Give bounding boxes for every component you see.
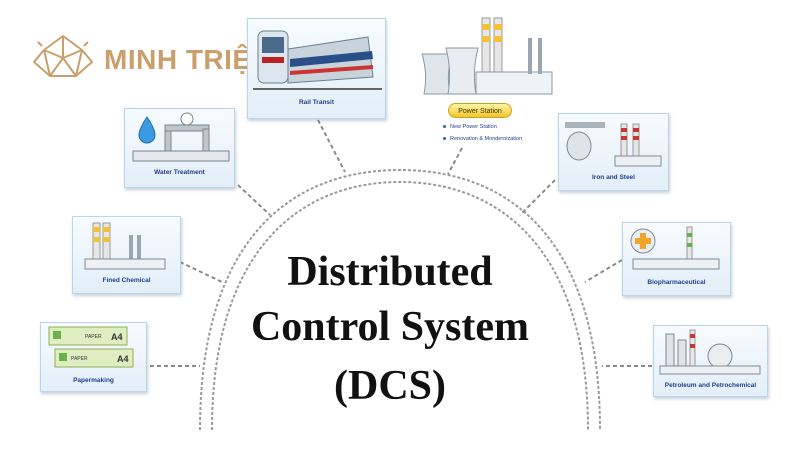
rail-transit-card[interactable]: Rail Transit [247,18,386,119]
papermaking-card[interactable]: PAPER A4 PAPER A4 Papermaking [40,322,147,392]
connector-fined [179,261,223,283]
title-line-3: (DCS) [334,363,446,409]
iron-steel-card[interactable]: Iron and Steel [558,113,669,191]
bullet-icon [443,125,446,129]
power-station-badge[interactable]: Power Station [448,103,512,118]
biopharma-label: Biopharmaceutical [647,279,706,286]
water-treatment-icon [132,112,230,162]
train-icon [253,30,382,90]
crystal-icon [33,35,93,77]
water-treatment-label: Water Treatment [154,169,205,176]
biopharma-card[interactable]: Biopharmaceutical [622,222,731,296]
biopharma-icon [630,226,720,270]
steel-plant-icon [565,122,662,167]
paper-reams-icon: PAPER A4 PAPER A4 [48,326,134,368]
power-station-item: Renovation & Mondernization [443,136,522,142]
connector-water [237,184,271,216]
title-line-2: Control System [250,304,530,350]
power-station-group[interactable] [410,14,560,149]
connector-iron [519,179,556,216]
rail-transit-label: Rail Transit [298,99,335,106]
outer-arc [199,168,601,431]
chemical-plant-icon [84,222,166,270]
paper-brand-2: PAPER [71,356,88,362]
inner-arc [211,180,589,431]
connector-rail [317,119,346,173]
brand-name: MINH TRIỆU [104,44,273,75]
papermaking-label: Papermaking [73,377,114,384]
bullet-icon [443,137,446,141]
power-plant-icon [421,17,553,95]
paper-brand-1: PAPER [85,334,102,340]
petroleum-card[interactable]: Petroleum and Petrochemical [653,325,768,397]
paper-size-1: A4 [111,332,123,342]
connector-power [447,147,463,175]
paper-size-2: A4 [117,354,129,364]
brand-logo: MINH TRIỆU [30,32,320,90]
water-treatment-card[interactable]: Water Treatment [124,108,235,188]
title-line-1: Distributed [287,249,493,295]
connector-bio [584,259,623,283]
petroleum-label: Petroleum and Petrochemical [664,382,757,389]
refinery-icon [659,329,761,375]
iron-steel-label: Iron and Steel [592,174,635,181]
fined-chemical-card[interactable]: Fined Chemical [72,216,181,294]
fined-chemical-label: Fined Chemical [102,277,151,284]
power-station-item: New Power Station [443,124,497,130]
